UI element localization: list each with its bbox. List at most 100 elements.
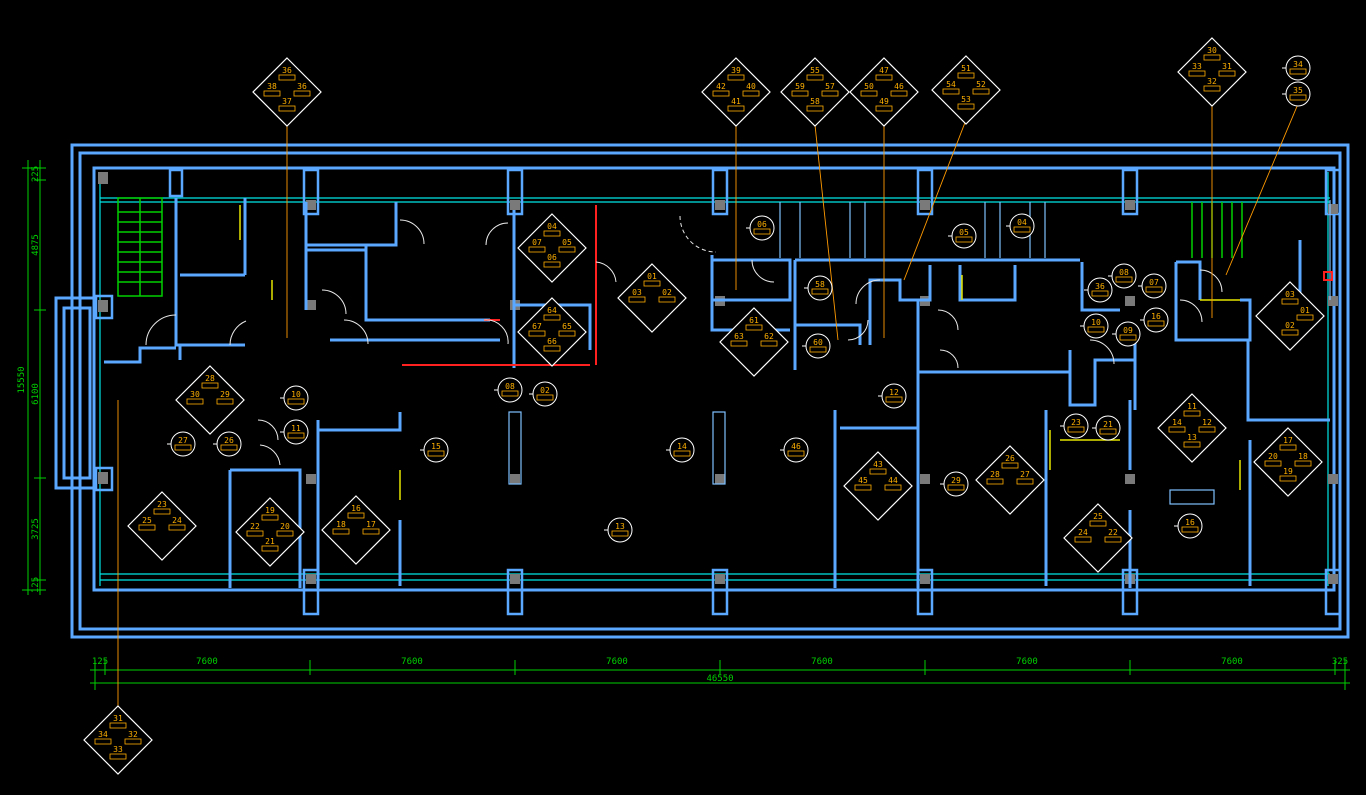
symbol-plate [1016, 478, 1034, 485]
symbol-plate [276, 530, 294, 537]
symbol-plate [727, 105, 745, 112]
symbol-plate [1264, 460, 1282, 467]
dimension-label: 7600 [401, 657, 423, 667]
symbol-plate [957, 103, 975, 110]
symbol-plate [753, 228, 771, 235]
symbol-number: 15 [431, 442, 441, 451]
fixture-tag: 58 [804, 275, 833, 301]
symbol-number: 07 [1149, 278, 1159, 287]
symbol-plate [1294, 460, 1312, 467]
symbol-plate [1218, 70, 1236, 77]
symbol-plate [806, 74, 824, 81]
symbol-number: 53 [961, 95, 971, 104]
symbol-number: 05 [562, 238, 572, 247]
symbol-number: 31 [1222, 62, 1232, 71]
symbol-number: 39 [731, 66, 741, 75]
symbol-number: 23 [1071, 418, 1081, 427]
symbol-plate [201, 382, 219, 389]
symbol-number: 19 [1283, 467, 1293, 476]
symbol-number: 44 [888, 476, 898, 485]
fixture-tag: 16 [1174, 513, 1203, 539]
fixture-tag: 04 [1006, 213, 1035, 239]
symbol-plate [727, 74, 745, 81]
symbol-number: 42 [716, 82, 726, 91]
symbol-plate [854, 484, 872, 491]
symbol-plate [347, 512, 365, 519]
fixture-tag: 60 [802, 333, 831, 359]
symbol-number: 29 [220, 390, 230, 399]
symbol-plate [957, 72, 975, 79]
symbol-plate [558, 330, 576, 337]
symbol-number: 59 [795, 82, 805, 91]
dimension-label: 7600 [811, 657, 833, 667]
symbol-plate [742, 90, 760, 97]
symbol-number: 02 [540, 386, 550, 395]
symbol-number: 27 [1020, 470, 1030, 479]
symbol-number: 18 [336, 520, 346, 529]
symbol-plate [528, 330, 546, 337]
fixture-tag: 07 [1138, 273, 1167, 299]
symbol-number: 13 [615, 522, 625, 531]
fixture-tag: 10 [280, 385, 309, 411]
partition-lines [508, 200, 1331, 505]
symbol-number: 35 [1293, 86, 1303, 95]
symbol-number: 38 [267, 82, 277, 91]
dimension-total-label: 15550 [17, 366, 27, 393]
symbol-number: 22 [1108, 528, 1118, 537]
fixture-tag: 46 [780, 437, 809, 463]
interior-walls [104, 198, 1330, 588]
fixture-tag: 11 [280, 419, 309, 445]
symbol-plate [643, 280, 661, 287]
symbol-plate [1289, 68, 1307, 75]
symbol-number: 65 [562, 322, 572, 331]
symbol-plate [791, 90, 809, 97]
symbol-plate [293, 90, 311, 97]
fixture-tag: 35 [1282, 81, 1311, 107]
fixture-tag: 02 [529, 381, 558, 407]
fixture-tag: 09 [1112, 321, 1141, 347]
stairs-left [117, 197, 163, 297]
symbol-number: 14 [1172, 418, 1182, 427]
symbol-plate [246, 530, 264, 537]
symbol-plate [427, 450, 445, 457]
symbol-number: 29 [951, 476, 961, 485]
symbol-number: 47 [879, 66, 889, 75]
symbol-number: 06 [757, 220, 767, 229]
symbol-plate [884, 484, 902, 491]
symbol-plate [1013, 226, 1031, 233]
dimension-label: 125 [31, 577, 41, 593]
symbol-plate [673, 450, 691, 457]
symbol-number: 06 [547, 253, 557, 262]
symbol-plate [811, 288, 829, 295]
symbol-plate [543, 314, 561, 321]
fixture-tag: 29 [940, 471, 969, 497]
columns [94, 168, 1342, 616]
symbol-plate [1104, 536, 1122, 543]
symbol-number: 14 [677, 442, 687, 451]
symbol-number: 28 [990, 470, 1000, 479]
fixture-tag: 36 [1084, 277, 1113, 303]
symbol-number: 18 [1298, 452, 1308, 461]
symbol-plate [611, 530, 629, 537]
symbol-plate [332, 528, 350, 535]
symbol-number: 58 [815, 280, 825, 289]
symbol-number: 36 [297, 82, 307, 91]
symbol-number: 20 [1268, 452, 1278, 461]
symbol-number: 09 [1123, 326, 1133, 335]
symbol-number: 05 [959, 228, 969, 237]
symbol-number: 32 [1207, 77, 1217, 86]
symbol-number: 26 [224, 436, 234, 445]
fixture-tag: 08 [1108, 263, 1137, 289]
